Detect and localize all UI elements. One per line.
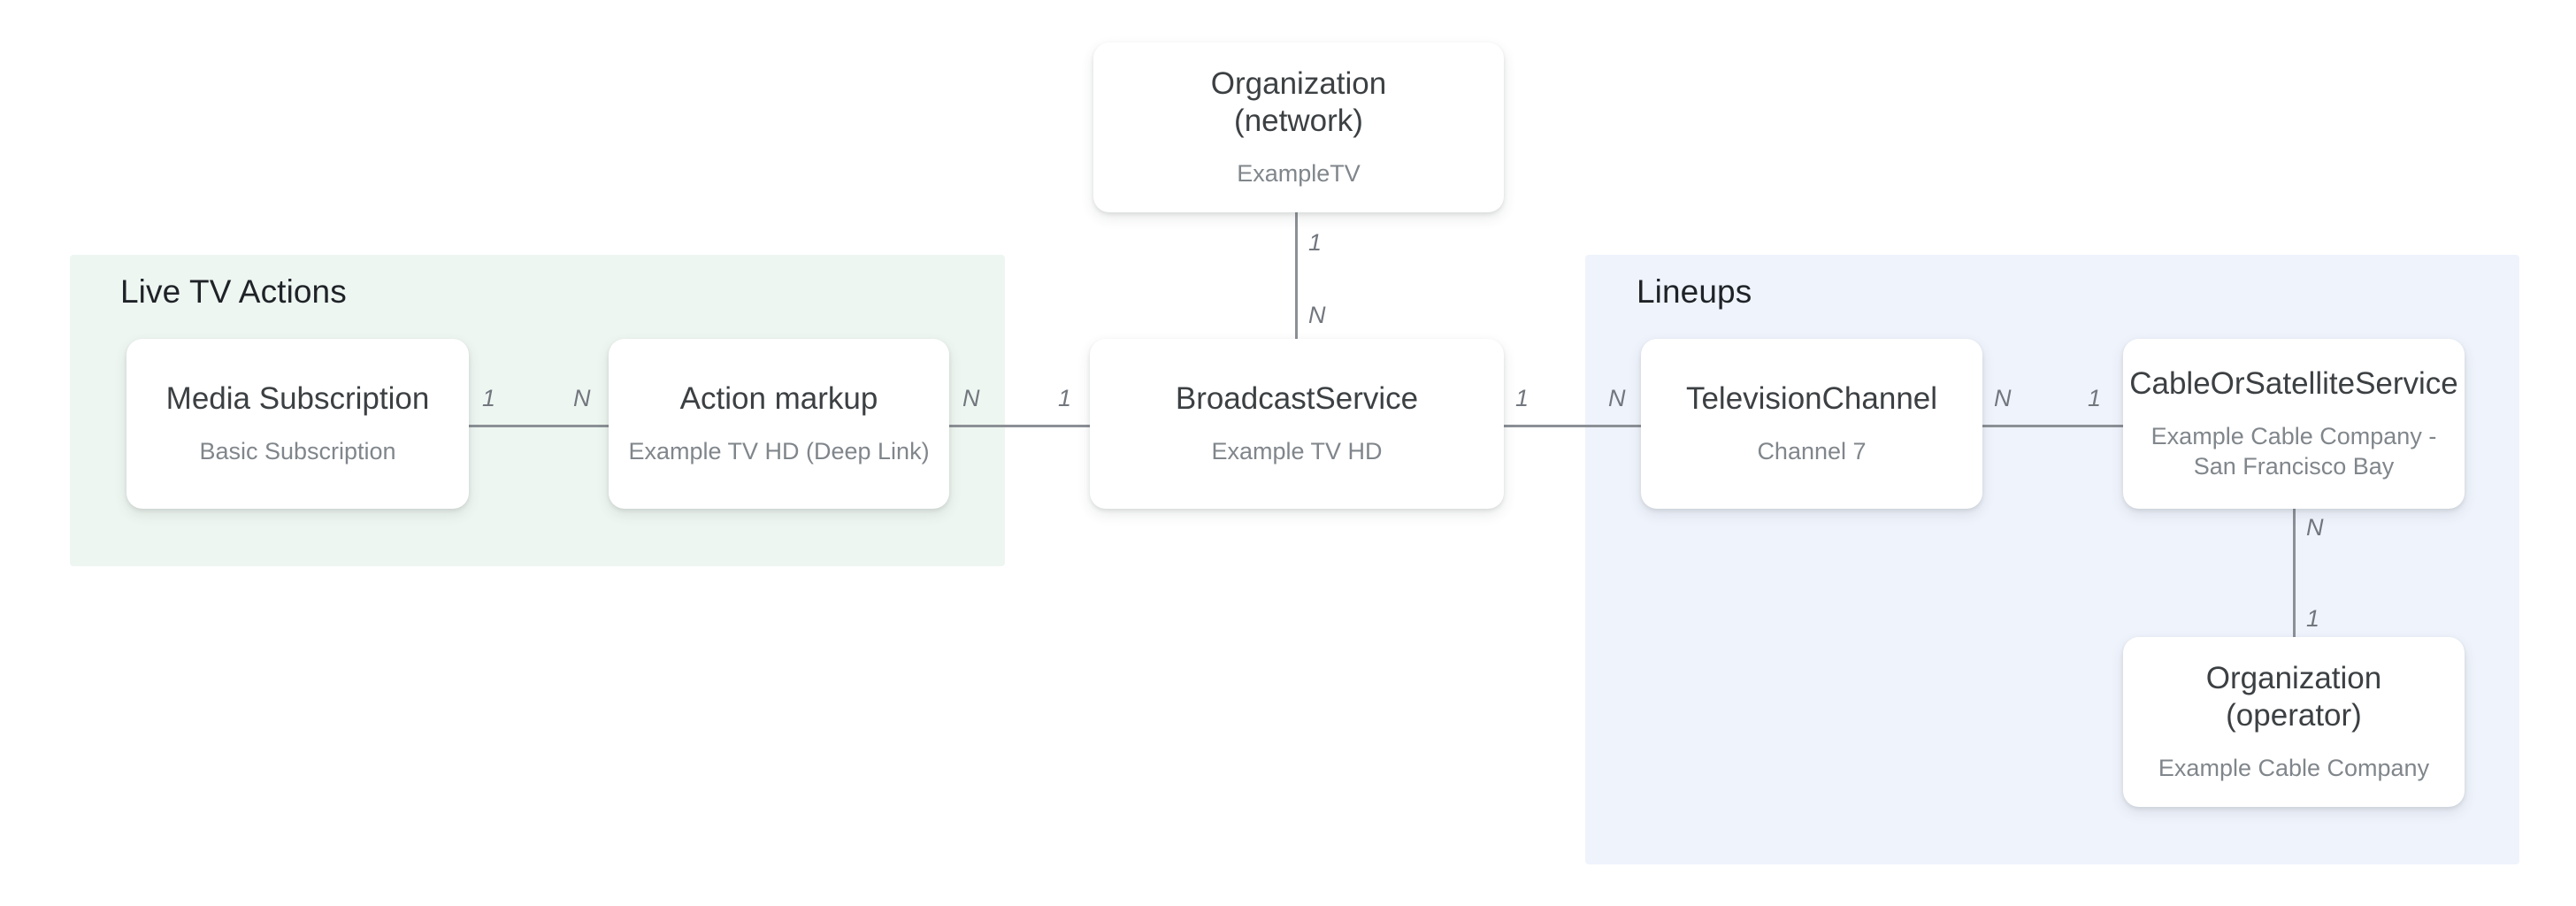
cardinality-organization-network-out: 1 bbox=[1308, 229, 1322, 256]
cardinality-media-subscription-out: 1 bbox=[482, 385, 496, 411]
node-action-markup[interactable]: Action markup Example TV HD (Deep Link) bbox=[609, 339, 949, 509]
node-media-subscription[interactable]: Media Subscription Basic Subscription bbox=[126, 339, 469, 509]
node-title: Organization (operator) bbox=[2205, 661, 2382, 733]
edge-broadcast-service-to-television-channel bbox=[1504, 425, 1641, 427]
node-title: TelevisionChannel bbox=[1685, 380, 1938, 416]
panel-title-live-tv-actions: Live TV Actions bbox=[120, 273, 347, 310]
edge-television-channel-to-cable-or-satellite-service bbox=[1982, 425, 2123, 427]
node-subtitle: ExampleTV bbox=[1237, 159, 1361, 187]
node-subtitle: Example TV HD bbox=[1211, 438, 1383, 465]
node-title: BroadcastService bbox=[1175, 380, 1419, 416]
cardinality-television-channel-out: N bbox=[1994, 385, 2012, 411]
node-television-channel[interactable]: TelevisionChannel Channel 7 bbox=[1641, 339, 1982, 509]
node-subtitle: Example Cable Company bbox=[2158, 754, 2430, 781]
node-cable-or-satellite-service[interactable]: CableOrSatelliteService Example Cable Co… bbox=[2123, 339, 2465, 509]
node-title: Action markup bbox=[679, 380, 878, 416]
node-organization-operator[interactable]: Organization (operator) Example Cable Co… bbox=[2123, 637, 2465, 807]
node-broadcast-service[interactable]: BroadcastService Example TV HD bbox=[1090, 339, 1504, 509]
node-title: CableOrSatelliteService bbox=[2129, 366, 2458, 402]
node-subtitle: Example TV HD (Deep Link) bbox=[628, 438, 930, 465]
cardinality-broadcast-service-in-top: N bbox=[1308, 302, 1326, 328]
edge-organization-network-to-broadcast-service bbox=[1295, 212, 1298, 339]
edge-action-markup-to-broadcast-service bbox=[949, 425, 1090, 427]
cardinality-action-markup-in: N bbox=[573, 385, 591, 411]
node-title: Media Subscription bbox=[165, 380, 430, 416]
cardinality-broadcast-service-out-right: 1 bbox=[1515, 385, 1530, 411]
node-subtitle: Basic Subscription bbox=[199, 438, 396, 465]
node-subtitle: Example Cable Company - San Francisco Ba… bbox=[2150, 423, 2437, 480]
edge-cable-or-satellite-service-to-organization-operator bbox=[2293, 509, 2296, 637]
cardinality-broadcast-service-in-left: 1 bbox=[1058, 385, 1072, 411]
cardinality-television-channel-in: N bbox=[1608, 385, 1626, 411]
panel-title-lineups: Lineups bbox=[1637, 273, 1752, 310]
cardinality-action-markup-out: N bbox=[962, 385, 980, 411]
node-title: Organization (network) bbox=[1210, 66, 1387, 138]
edge-media-subscription-to-action-markup bbox=[469, 425, 609, 427]
cardinality-organization-operator-in: 1 bbox=[2306, 605, 2320, 632]
node-subtitle: Channel 7 bbox=[1757, 438, 1867, 465]
cardinality-cable-or-satellite-service-out-bottom: N bbox=[2306, 514, 2324, 541]
node-organization-network[interactable]: Organization (network) ExampleTV bbox=[1093, 42, 1504, 212]
cardinality-cable-or-satellite-service-in: 1 bbox=[2088, 385, 2102, 411]
